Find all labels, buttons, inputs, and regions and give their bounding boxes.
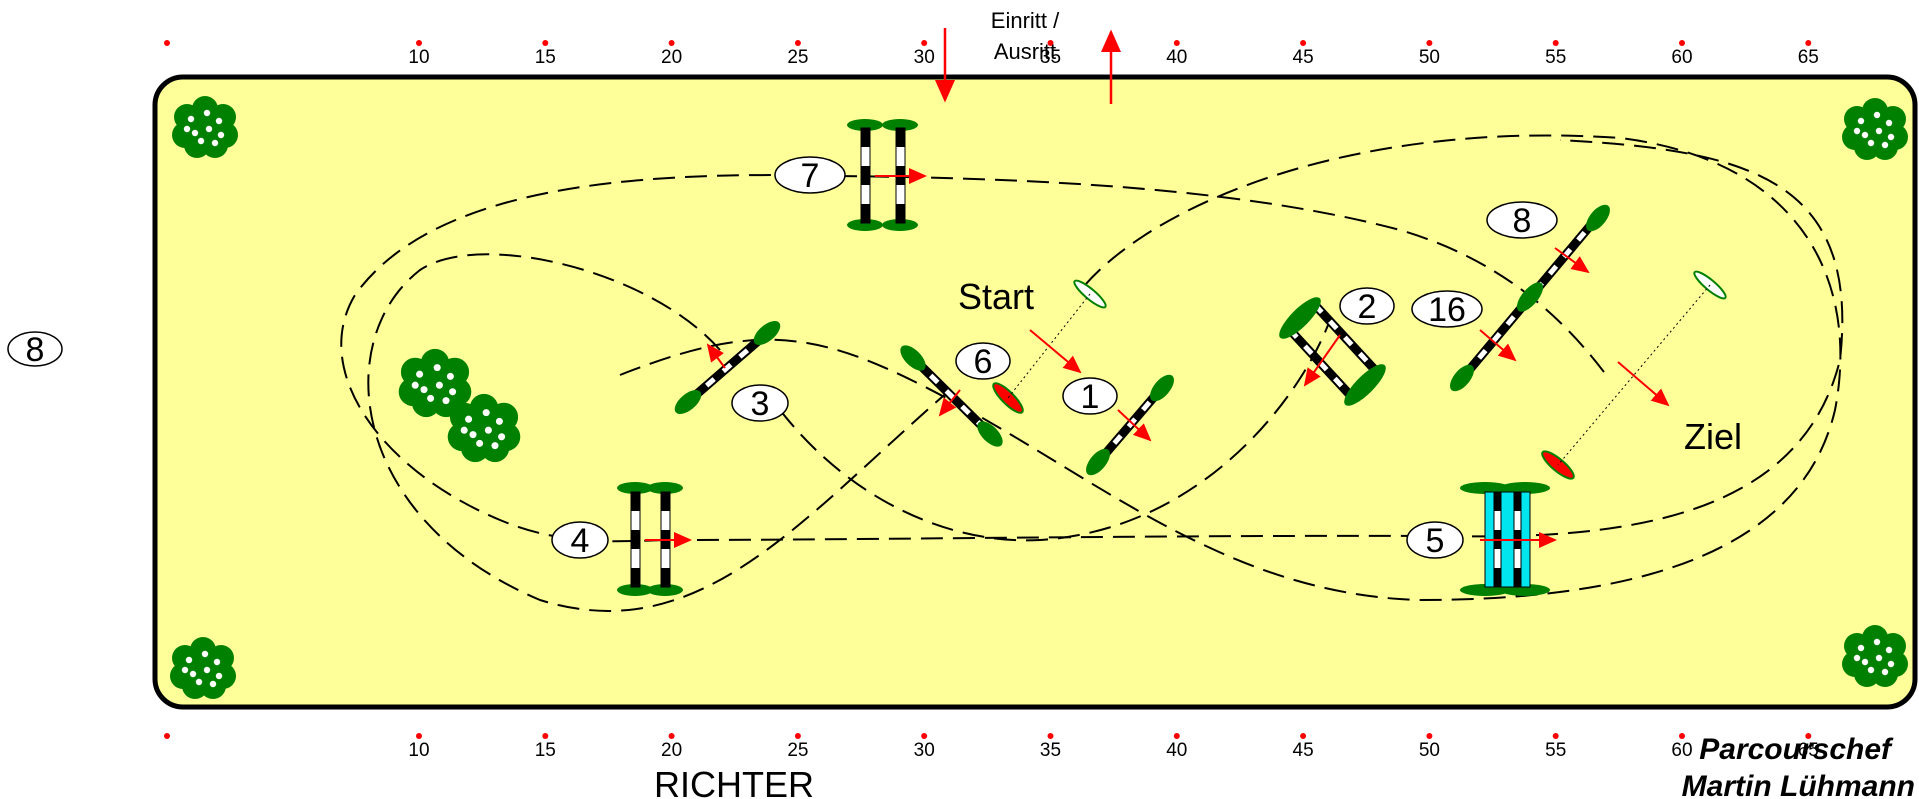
tick-dot [1552,40,1559,46]
tick-dot [668,40,675,46]
tick-dot [1173,40,1180,46]
entry-label-line2: Ausritt [994,39,1056,64]
tick-label: 40 [1166,47,1187,68]
riding-path [340,134,1844,612]
judge-label: RICHTER [654,764,814,799]
jump-2: 2 [1279,287,1395,406]
start-label: Start [958,276,1034,317]
bush-icon [172,96,238,158]
tick-label: 15 [535,740,556,761]
tick-label: 20 [661,740,682,761]
tick-dot [1426,40,1433,46]
tick-label: 25 [787,47,808,68]
tick-dot [921,40,928,46]
svg-text:4: 4 [571,522,590,560]
tick-dot [1679,733,1685,739]
tick-dot [1300,733,1307,739]
tick-label: 40 [1166,740,1187,761]
svg-text:2: 2 [1358,288,1377,326]
svg-text:8: 8 [1513,202,1532,240]
tick-label: 45 [1293,740,1314,761]
jump-3: 3 [674,321,789,423]
tick-label: 55 [1545,47,1566,68]
jump-1: 1 [1062,374,1174,476]
tick-dot [921,733,928,739]
svg-text:6: 6 [974,343,993,381]
svg-text:3: 3 [751,385,770,423]
start-line: Start [958,276,1107,399]
tick-label: 45 [1293,47,1314,68]
tick-label: 35 [1040,740,1061,761]
tick-label: 25 [787,740,808,761]
bush-icon [447,393,521,463]
tick-dot [542,733,549,739]
tick-label: 65 [1798,740,1819,761]
tick-dot [794,40,801,46]
decorative-bushes [170,96,1908,699]
scale-top: 10 15 20 25 30 35 40 45 50 55 60 65 [408,40,1819,68]
tick-dot [1173,733,1180,739]
tick-label: 55 [1545,740,1566,761]
tick-label: 50 [1419,47,1440,68]
tick-dot [1805,40,1812,46]
tick-dot [416,733,422,739]
svg-text:1: 1 [1081,378,1100,416]
svg-text:5: 5 [1426,522,1445,560]
bush-icon [1842,98,1908,160]
tick-label: 35 [1040,47,1061,68]
tick-label: 10 [408,740,429,761]
tick-dot [1426,733,1433,739]
tick-dot [1552,733,1559,739]
tick-label: 15 [535,47,556,68]
tick-label: 60 [1671,740,1692,761]
tick-dot [416,40,422,46]
credit-line2: Martin Lühmann [1682,770,1915,799]
tick-label: 65 [1798,47,1819,68]
tick-dot [668,733,675,739]
entry-label-line1: Einritt / [991,8,1060,33]
tick-label: 50 [1419,740,1440,761]
finish-label: Ziel [1684,416,1742,457]
finish-line: Ziel [1541,270,1742,480]
corner-tick-dot [164,733,170,739]
credit-line1: Parcourschef [1699,733,1894,766]
tick-dot [794,733,801,739]
tick-dot [542,40,549,46]
corner-tick-dot [164,40,170,46]
svg-text:16: 16 [1428,291,1466,329]
tick-label: 30 [914,740,935,761]
tick-dot [1047,40,1054,46]
bush-icon [398,348,472,418]
bush-icon [1842,625,1908,687]
jump-7: 7 [774,119,927,231]
tick-label: 30 [914,47,935,68]
scale-bottom: 10 15 20 25 30 35 40 45 50 55 60 65 [408,733,1819,761]
tick-dot [1679,40,1685,46]
tick-label: 60 [1671,47,1692,68]
tick-dot [1047,733,1054,739]
tick-label: 10 [408,47,429,68]
tick-dot [1300,40,1307,46]
svg-text:8: 8 [26,331,45,369]
jump-8-16: 8 16 [1411,201,1610,392]
tick-dot [1805,733,1812,739]
jump-6: 6 [900,342,1024,447]
jump-5: 5 [1406,482,1557,596]
tick-label: 20 [661,47,682,68]
bush-icon [170,637,236,699]
svg-text:7: 7 [801,157,820,195]
jump-4: 4 [551,482,692,596]
side-badge: 8 [7,331,63,369]
